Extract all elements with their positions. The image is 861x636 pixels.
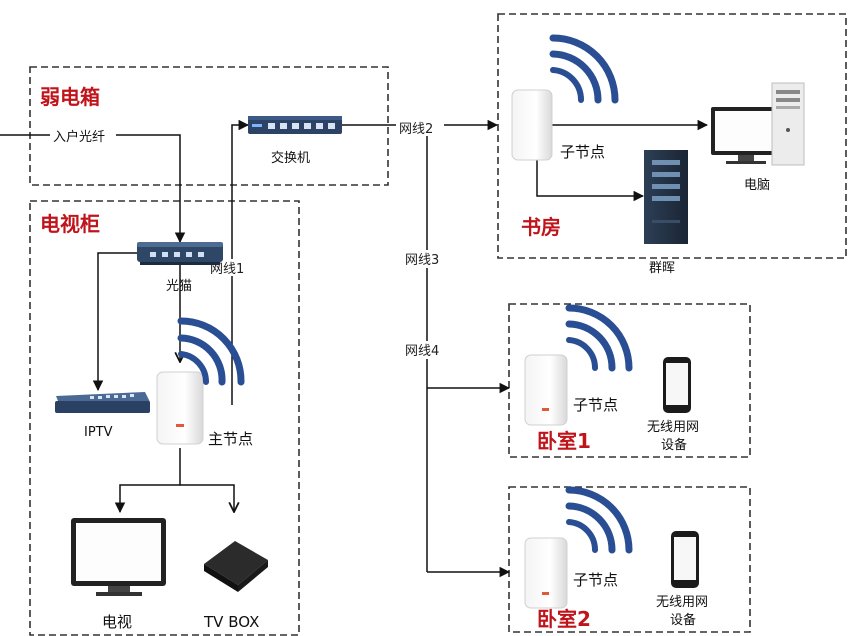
cable2-label: 网线2 — [399, 122, 433, 137]
bedroom2-node-icon — [524, 537, 568, 609]
bedroom1-phone-icon — [663, 357, 691, 413]
server-label: 群晖 — [649, 261, 675, 276]
server-icon — [644, 150, 688, 244]
cable3-label: 网线3 — [405, 253, 439, 268]
cable1-line — [231, 119, 250, 405]
modem-label: 光猫 — [166, 279, 192, 294]
room-title-bedroom1: 卧室1 — [537, 429, 591, 453]
switch-icon — [248, 116, 342, 134]
computer-icon — [711, 82, 805, 166]
room-title-bedroom2: 卧室2 — [537, 607, 591, 631]
computer-label: 电脑 — [744, 178, 770, 193]
bedroom1-wifi-icon — [565, 304, 633, 372]
room-title-study: 书房 — [521, 215, 561, 239]
mainnode-tvbox-line — [180, 484, 234, 512]
room-box-weak-box — [29, 66, 389, 186]
tv-box-icon — [204, 541, 268, 592]
iptv-icon — [55, 392, 150, 413]
tv-label: 电视 — [102, 613, 132, 631]
bedroom1-node-icon — [524, 354, 568, 426]
study-server-line — [536, 160, 645, 202]
study-node-icon — [511, 89, 553, 161]
main-node-icon — [156, 371, 204, 445]
cable4-label: 网线4 — [405, 344, 439, 359]
study-wifi-icon — [549, 34, 619, 104]
main-node-wifi-icon — [177, 317, 245, 386]
room-box-bedroom2 — [508, 486, 751, 633]
bedroom2-phone-icon — [671, 531, 699, 588]
bedroom2-wireless-label-2: 设备 — [670, 612, 696, 628]
fiber-label: 入户光纤 — [53, 129, 105, 145]
room-title-tv-cabinet: 电视柜 — [40, 212, 100, 236]
bedroom1-wireless-label-2: 设备 — [661, 437, 687, 453]
bedroom1-wireless-label-1: 无线用网 — [647, 420, 699, 435]
bedroom2-wireless-label-1: 无线用网 — [656, 595, 708, 610]
study-node-label: 子节点 — [560, 143, 605, 161]
switch-label: 交换机 — [271, 150, 310, 166]
bedroom1-node-label: 子节点 — [573, 396, 618, 414]
tv-box-label: TV BOX — [203, 613, 259, 631]
bedroom2-node-label: 子节点 — [573, 571, 618, 589]
room-box-tv-cabinet — [29, 200, 300, 636]
modem-iptv-line — [92, 252, 137, 392]
cable1-label: 网线1 — [210, 262, 244, 277]
bedroom2-wifi-icon — [565, 486, 633, 554]
iptv-label: IPTV — [84, 425, 113, 440]
tv-icon — [71, 518, 166, 596]
main-node-label: 主节点 — [208, 430, 253, 448]
room-title-weak-box: 弱电箱 — [40, 85, 100, 109]
room-box-study — [497, 13, 847, 259]
modem-icon — [137, 242, 223, 265]
mainnode-split-line — [114, 448, 181, 514]
